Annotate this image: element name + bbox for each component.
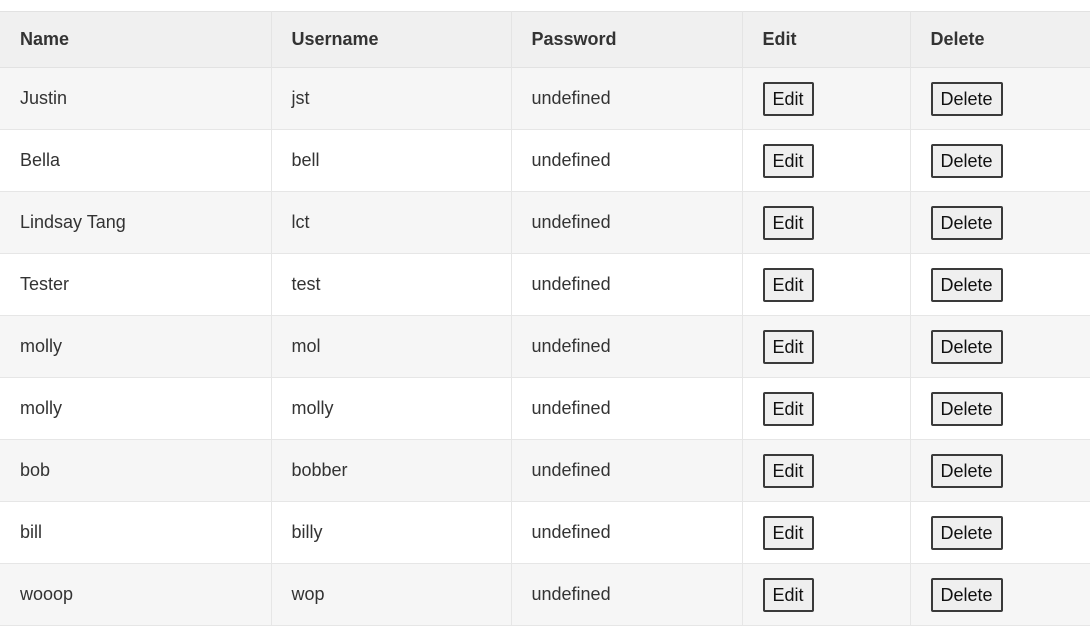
cell-username: jst bbox=[271, 67, 512, 130]
users-table-container: Name Username Password Edit Delete Justi… bbox=[0, 11, 1090, 626]
cell-delete: Delete bbox=[910, 254, 1090, 316]
cell-password: undefined bbox=[511, 129, 743, 192]
cell-delete: Delete bbox=[910, 130, 1090, 192]
edit-button[interactable]: Edit bbox=[762, 143, 814, 178]
delete-button[interactable]: Delete bbox=[930, 515, 1003, 550]
table-body: Justin jst undefined Edit Delete Bella b… bbox=[0, 67, 1090, 626]
cell-password: undefined bbox=[511, 315, 743, 378]
table-row: molly molly undefined Edit Delete bbox=[0, 377, 1090, 440]
cell-edit: Edit bbox=[742, 439, 911, 502]
cell-name: bill bbox=[0, 501, 272, 564]
column-header-username: Username bbox=[271, 11, 512, 68]
cell-delete: Delete bbox=[910, 68, 1090, 130]
edit-button[interactable]: Edit bbox=[762, 267, 814, 302]
table-row: molly mol undefined Edit Delete bbox=[0, 315, 1090, 378]
cell-password: undefined bbox=[511, 67, 743, 130]
edit-button[interactable]: Edit bbox=[762, 391, 814, 426]
cell-name: Lindsay Tang bbox=[0, 191, 272, 254]
edit-button[interactable]: Edit bbox=[762, 577, 814, 612]
cell-password: undefined bbox=[511, 253, 743, 316]
cell-delete: Delete bbox=[910, 502, 1090, 564]
cell-username: bell bbox=[271, 129, 512, 192]
table-header: Name Username Password Edit Delete bbox=[0, 11, 1090, 68]
edit-button[interactable]: Edit bbox=[762, 453, 814, 488]
cell-name: Justin bbox=[0, 67, 272, 130]
table-row: wooop wop undefined Edit Delete bbox=[0, 563, 1090, 626]
cell-delete: Delete bbox=[910, 440, 1090, 502]
cell-password: undefined bbox=[511, 563, 743, 626]
header-row: Name Username Password Edit Delete bbox=[0, 11, 1090, 68]
column-header-password: Password bbox=[511, 11, 743, 68]
cell-password: undefined bbox=[511, 439, 743, 502]
cell-name: bob bbox=[0, 439, 272, 502]
cell-edit: Edit bbox=[742, 501, 911, 564]
edit-button[interactable]: Edit bbox=[762, 515, 814, 550]
table-row: Tester test undefined Edit Delete bbox=[0, 253, 1090, 316]
cell-delete: Delete bbox=[910, 564, 1090, 626]
column-header-name: Name bbox=[0, 11, 272, 68]
table-row: Bella bell undefined Edit Delete bbox=[0, 129, 1090, 192]
cell-password: undefined bbox=[511, 377, 743, 440]
users-table: Name Username Password Edit Delete Justi… bbox=[0, 11, 1090, 626]
edit-button[interactable]: Edit bbox=[762, 329, 814, 364]
cell-edit: Edit bbox=[742, 253, 911, 316]
delete-button[interactable]: Delete bbox=[930, 329, 1003, 364]
cell-edit: Edit bbox=[742, 67, 911, 130]
cell-username: molly bbox=[271, 377, 512, 440]
cell-username: lct bbox=[271, 191, 512, 254]
cell-edit: Edit bbox=[742, 563, 911, 626]
cell-username: billy bbox=[271, 501, 512, 564]
delete-button[interactable]: Delete bbox=[930, 453, 1003, 488]
cell-edit: Edit bbox=[742, 377, 911, 440]
cell-edit: Edit bbox=[742, 129, 911, 192]
delete-button[interactable]: Delete bbox=[930, 577, 1003, 612]
cell-name: molly bbox=[0, 315, 272, 378]
table-row: Justin jst undefined Edit Delete bbox=[0, 67, 1090, 130]
cell-name: wooop bbox=[0, 563, 272, 626]
delete-button[interactable]: Delete bbox=[930, 267, 1003, 302]
cell-delete: Delete bbox=[910, 192, 1090, 254]
cell-username: mol bbox=[271, 315, 512, 378]
cell-password: undefined bbox=[511, 191, 743, 254]
cell-delete: Delete bbox=[910, 316, 1090, 378]
delete-button[interactable]: Delete bbox=[930, 143, 1003, 178]
column-header-edit: Edit bbox=[742, 11, 911, 68]
table-row: Lindsay Tang lct undefined Edit Delete bbox=[0, 191, 1090, 254]
edit-button[interactable]: Edit bbox=[762, 81, 814, 116]
delete-button[interactable]: Delete bbox=[930, 81, 1003, 116]
table-row: bob bobber undefined Edit Delete bbox=[0, 439, 1090, 502]
cell-name: Bella bbox=[0, 129, 272, 192]
cell-username: test bbox=[271, 253, 512, 316]
column-header-delete: Delete bbox=[930, 29, 985, 49]
cell-edit: Edit bbox=[742, 191, 911, 254]
delete-button[interactable]: Delete bbox=[930, 391, 1003, 426]
table-row: bill billy undefined Edit Delete bbox=[0, 501, 1090, 564]
delete-button[interactable]: Delete bbox=[930, 205, 1003, 240]
cell-username: wop bbox=[271, 563, 512, 626]
cell-name: Tester bbox=[0, 253, 272, 316]
edit-button[interactable]: Edit bbox=[762, 205, 814, 240]
cell-name: molly bbox=[0, 377, 272, 440]
cell-username: bobber bbox=[271, 439, 512, 502]
cell-delete: Delete bbox=[910, 378, 1090, 440]
cell-password: undefined bbox=[511, 501, 743, 564]
cell-edit: Edit bbox=[742, 315, 911, 378]
